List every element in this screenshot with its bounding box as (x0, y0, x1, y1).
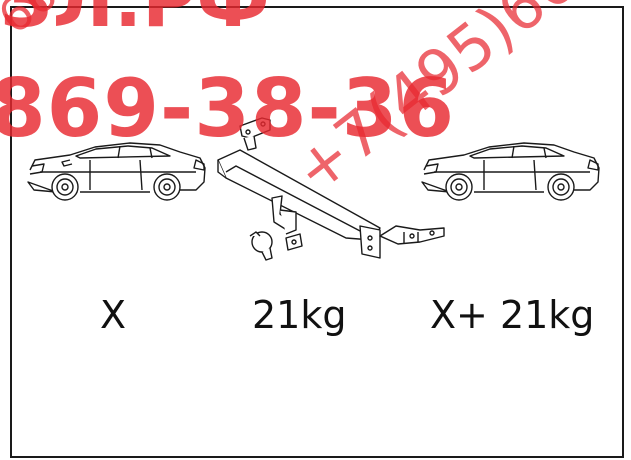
diagram-frame (10, 6, 624, 458)
watermark-phone: 869-38-36 (0, 62, 456, 155)
car-left-icon (27, 142, 206, 201)
car-weight-label: X (100, 293, 127, 337)
watermark-top: ЗЛ.РФ (0, 0, 270, 44)
towbar-weight-label: 21kg (252, 293, 347, 337)
car-right-icon (421, 142, 600, 201)
towbar-icon (217, 117, 445, 261)
total-weight-label: X+ 21kg (430, 293, 595, 337)
